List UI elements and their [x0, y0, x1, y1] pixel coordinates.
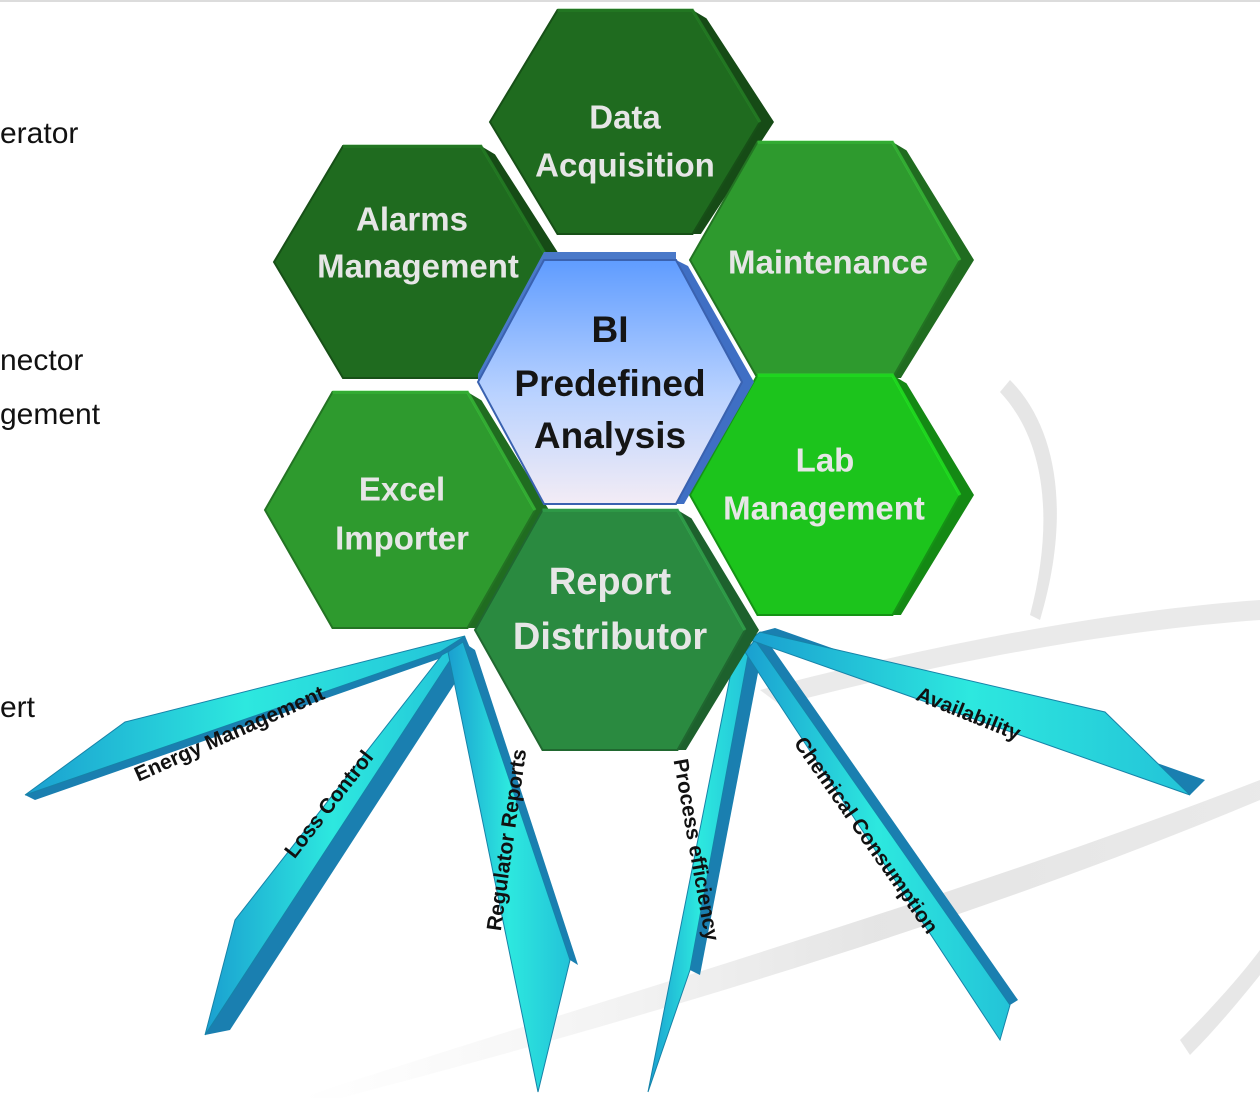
- side-text-line-1: erator: [0, 117, 79, 150]
- side-text-line-3: gement: [0, 398, 101, 431]
- center-label-2: Predefined: [514, 363, 705, 404]
- side-text-line-2: nector: [0, 344, 84, 377]
- center-label-3: Analysis: [534, 415, 686, 456]
- arrow-regulator-reports: Regulator Reports: [447, 641, 578, 1093]
- hex-maintenance: Maintenance: [688, 140, 974, 379]
- side-text-line-4: ert: [0, 691, 36, 724]
- arrow-chemical-consumption-label: Chemical Consumption: [789, 733, 942, 938]
- center-label-1: BI: [592, 309, 629, 350]
- arrow-process-efficiency: Process efficiency: [647, 644, 762, 1093]
- hex-excel-importer-label-1: Excel: [359, 471, 445, 508]
- hex-data-acquisition-label-2: Acquisition: [535, 147, 715, 184]
- hex-excel-importer-label-2: Importer: [335, 520, 469, 557]
- hex-alarms-management-label-1: Alarms: [356, 201, 468, 238]
- hex-lab-management-label-2: Management: [723, 490, 925, 527]
- hex-maintenance-label-1: Maintenance: [728, 244, 928, 281]
- hex-lab-management-label-1: Lab: [796, 442, 855, 479]
- hex-alarms-management-label-2: Management: [317, 248, 519, 285]
- hex-report-distributor-label-2: Distributor: [513, 616, 707, 658]
- arrow-availability: Availability: [748, 628, 1205, 796]
- hex-report-distributor-label-1: Report: [549, 561, 672, 603]
- hex-data-acquisition-label-1: Data: [589, 99, 661, 136]
